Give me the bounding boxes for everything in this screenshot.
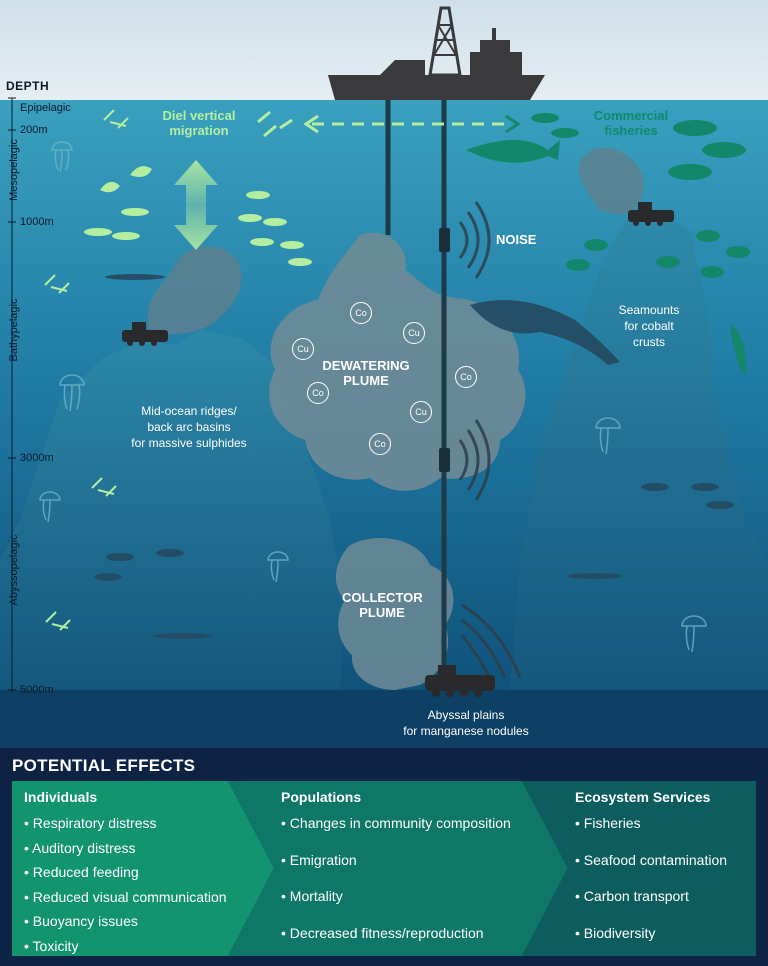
metal-symbol: Co	[350, 302, 372, 324]
populations-column: Populations Changes in community composi…	[281, 789, 511, 951]
effect-item: Seafood contamination	[575, 842, 727, 879]
metal-symbol: Co	[369, 433, 391, 455]
effect-item: Biodiversity	[575, 915, 727, 952]
noise-label: NOISE	[496, 232, 537, 247]
potential-effects-panel: POTENTIAL EFFECTS Individuals Respirator…	[0, 748, 768, 966]
zone-bathypelagic: Bathypelagic	[8, 298, 20, 362]
depth-marker-3000m: 3000m	[20, 452, 54, 464]
crawler-left	[122, 322, 168, 346]
zone-mesopelagic: Mesopelagic	[8, 139, 20, 201]
effect-item: Toxicity	[24, 934, 227, 959]
noise-waves	[458, 201, 522, 679]
diel-migration-arrow	[174, 160, 218, 250]
collector-vehicle	[425, 665, 495, 697]
pump-module-lower	[439, 448, 450, 472]
ocean-scene	[0, 0, 768, 748]
effect-item: Respiratory distress	[24, 811, 227, 836]
individuals-column: Individuals Respiratory distress Auditor…	[24, 789, 227, 958]
effect-item: Emigration	[281, 842, 511, 879]
deep-fauna	[94, 274, 734, 639]
vent-smoke-left	[147, 246, 242, 335]
individuals-heading: Individuals	[24, 789, 98, 805]
metal-symbol: Cu	[292, 338, 314, 360]
ecosystem-services-heading: Ecosystem Services	[575, 789, 711, 805]
effect-item: Buoyancy issues	[24, 909, 227, 934]
effect-item: Fisheries	[575, 805, 727, 842]
metal-symbol: Cu	[410, 401, 432, 423]
depth-axis-title: DEPTH	[6, 79, 50, 93]
zone-epipelagic: Epipelagic	[20, 102, 71, 114]
commercial-fish	[466, 113, 750, 375]
fisheries-link-arrow	[303, 114, 521, 134]
crawler-right	[628, 202, 674, 226]
effect-item: Auditory distress	[24, 836, 227, 861]
metal-symbol: Co	[455, 366, 477, 388]
mining-ship	[328, 6, 545, 100]
depth-marker-5000m: 5000m	[20, 684, 54, 696]
zone-abyssopelagic: Abyssopelagic	[8, 534, 20, 606]
metal-symbol: Cu	[403, 322, 425, 344]
effect-item: Carbon transport	[575, 878, 727, 915]
populations-heading: Populations	[281, 789, 362, 805]
seafloor	[0, 690, 768, 748]
depth-marker-200m: 200m	[20, 124, 48, 136]
effect-item: Decreased fitness/reproduction	[281, 915, 511, 952]
depth-axis	[8, 97, 16, 692]
mid-ocean-ridge	[0, 330, 345, 690]
effect-item: Reduced visual communication	[24, 885, 227, 910]
potential-effects-title: POTENTIAL EFFECTS	[12, 756, 196, 775]
epipelagic-fauna	[44, 109, 312, 631]
jellyfish	[39, 141, 707, 653]
depth-marker-1000m: 1000m	[20, 216, 54, 228]
effect-item: Changes in community composition	[281, 805, 511, 842]
ecosystem-services-column: Ecosystem Services Fisheries Seafood con…	[575, 789, 727, 951]
seamount	[510, 215, 768, 690]
collector-plume-cloud	[335, 537, 454, 690]
metal-symbol: Co	[307, 382, 329, 404]
vent-smoke-right	[578, 147, 644, 215]
dewatering-plume-cloud	[269, 232, 526, 491]
effect-item: Mortality	[281, 878, 511, 915]
effect-item: Reduced feeding	[24, 860, 227, 885]
pump-module-upper	[439, 228, 450, 252]
